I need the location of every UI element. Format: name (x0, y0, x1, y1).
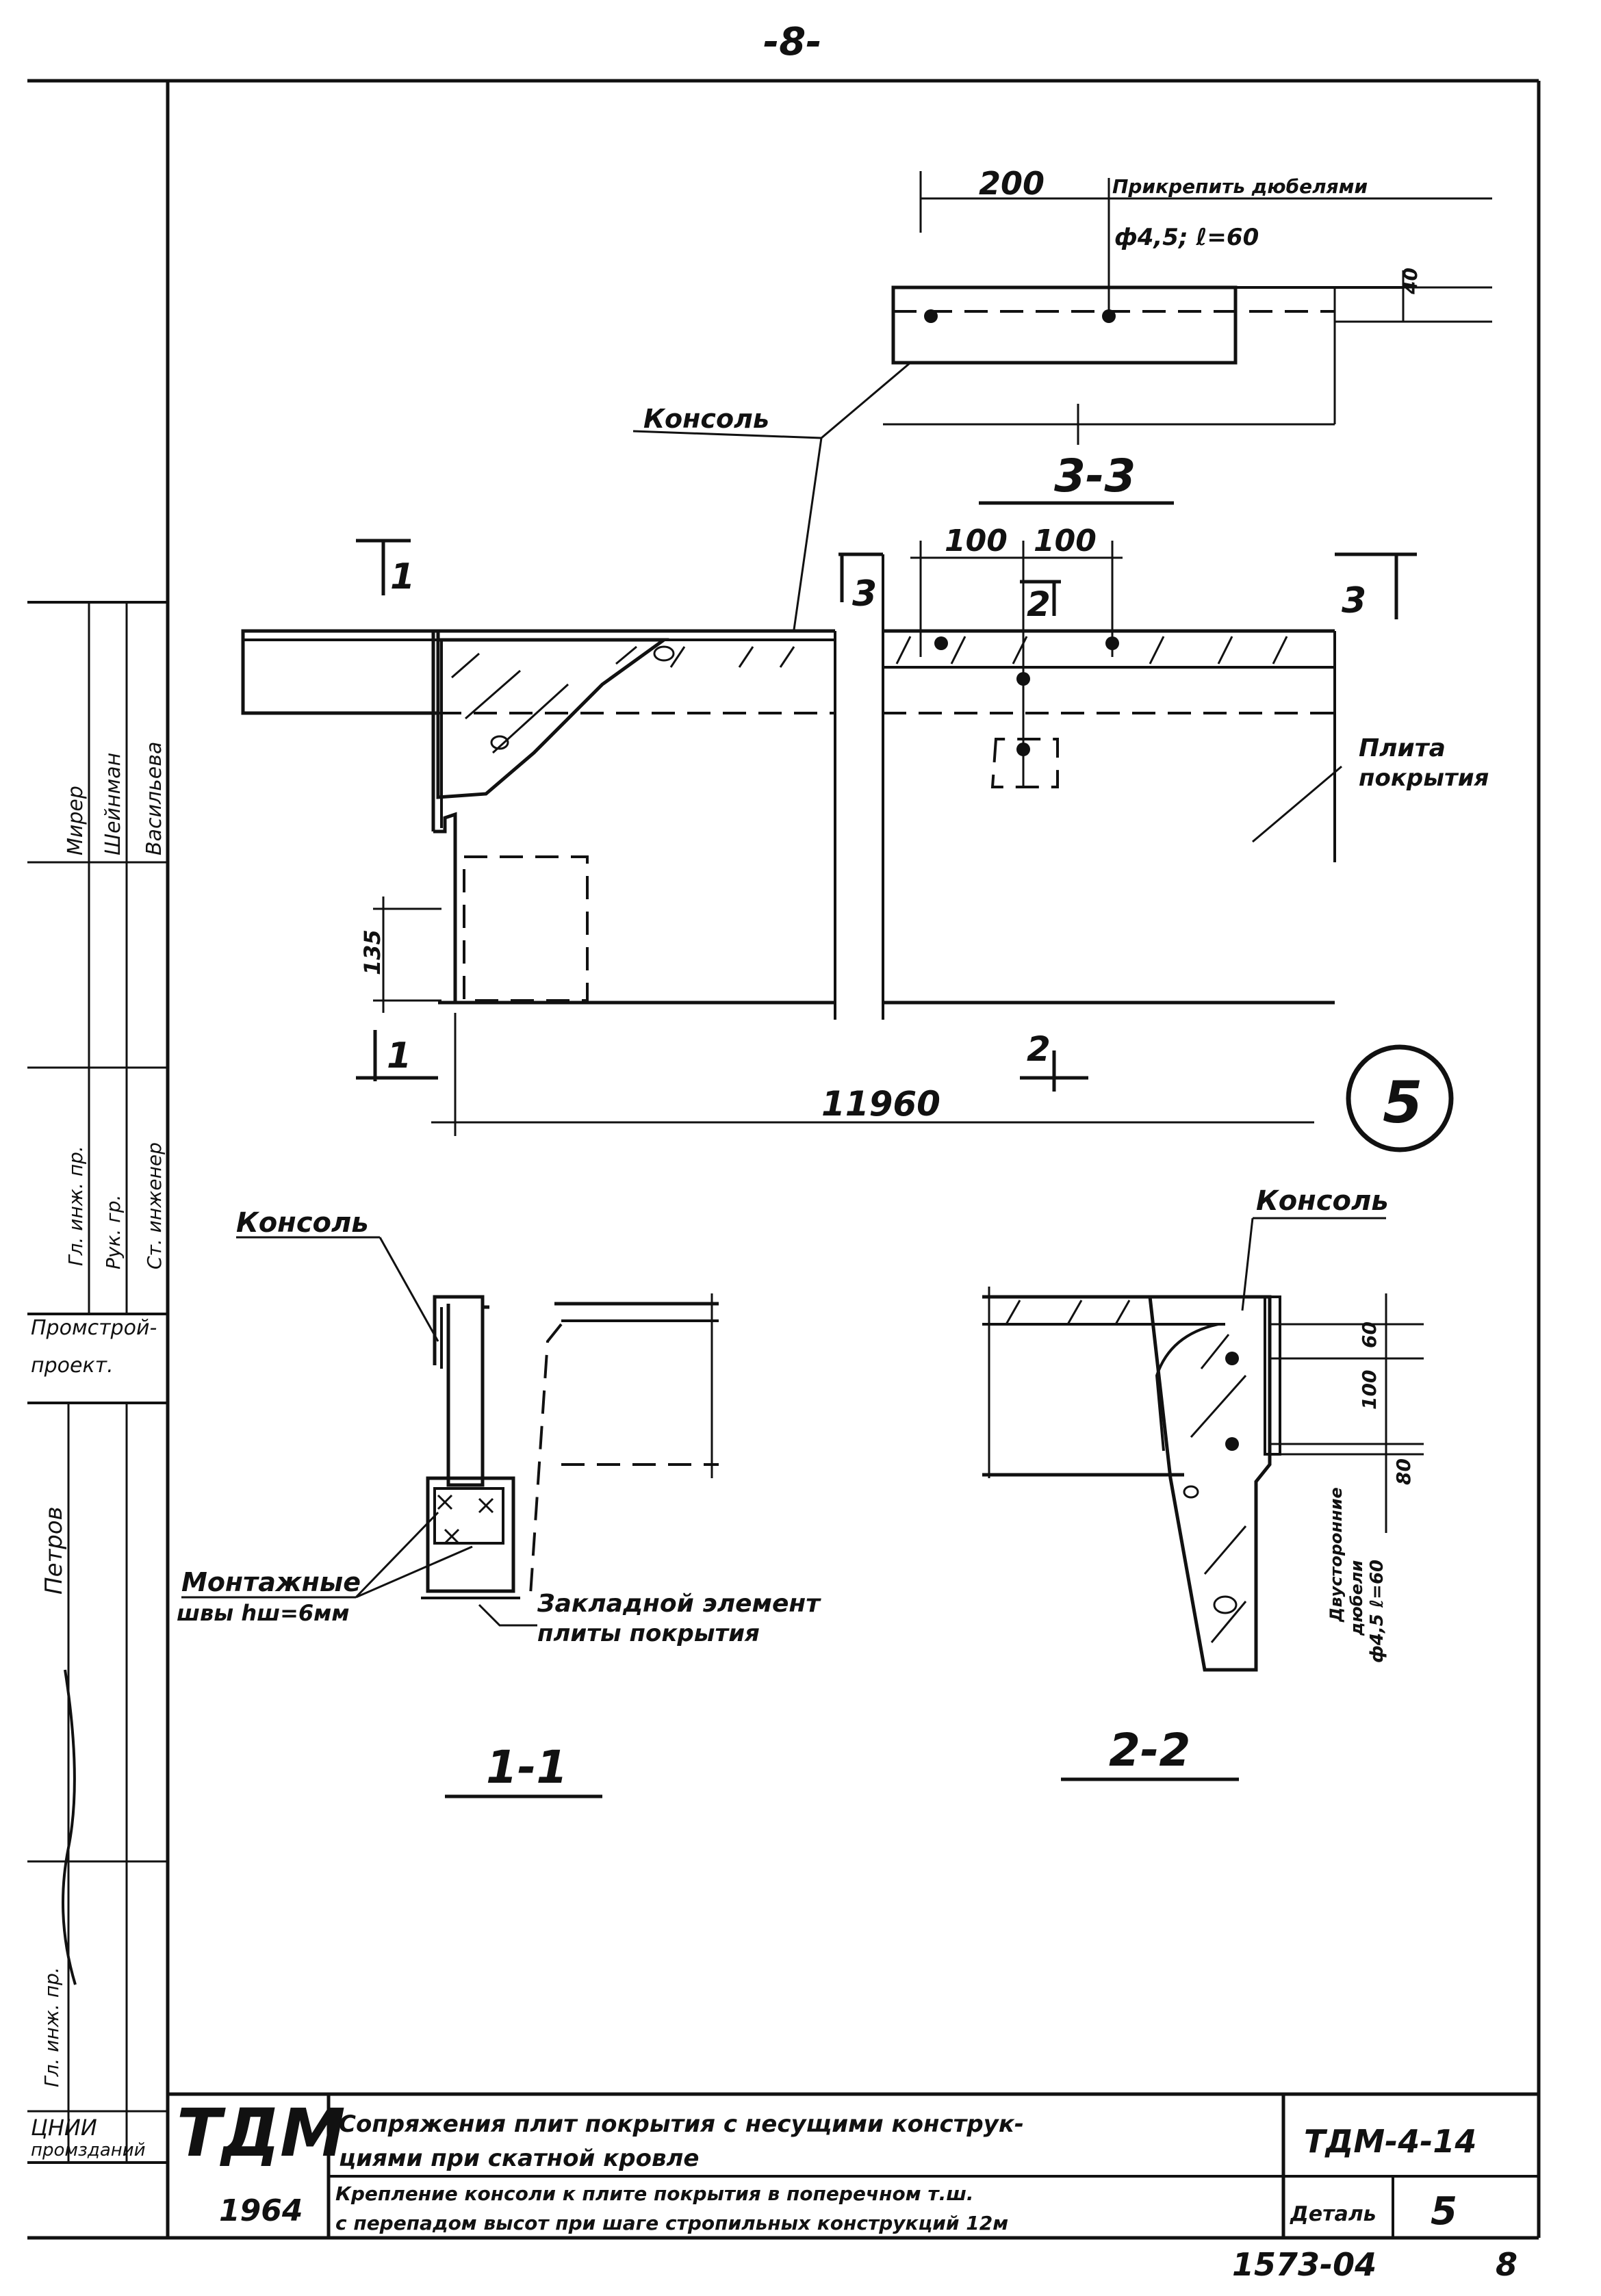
note-dowels-3-3-line1: Прикрепить дюбелями (1112, 175, 1368, 198)
section-1-1: Консоль Монтажные швы hш=6мм Закладной э… (177, 1207, 821, 1798)
dowels-2-2-line1: Двусторонние (1327, 1487, 1346, 1623)
stamp-cell-9: Васильева (142, 742, 166, 855)
section-2-2: Консоль 60 100 80 Двусторо (982, 1185, 1424, 1781)
title-block: ТДМ 1964 Сопряжения плит покрытия с несу… (168, 2092, 1539, 2238)
dim-200: 200 (979, 165, 1045, 202)
sheet-frame (27, 79, 1541, 2240)
weld-label-line2: швы hш=6мм (177, 1600, 349, 1626)
weld-label-line1: Монтажные (181, 1567, 361, 1597)
dim-135: 135 (359, 929, 385, 975)
subtitle-line1: Крепление консоли к плите покрытия в поп… (335, 2182, 974, 2205)
label-slab-line1: Плита (1359, 734, 1446, 762)
dim-60: 60 (1358, 1321, 1381, 1348)
dowel-dot-3-3a (924, 309, 938, 323)
plan-view: Консоль 1 135 (241, 361, 1489, 1136)
label-console-2-2: Консоль (1256, 1185, 1389, 1217)
stamp-cell-0: Гл. инж. пр. (40, 1967, 63, 2087)
stamp-cell-3: проект. (31, 1354, 114, 1378)
stamp-cell-2: Промстрой- (31, 1316, 157, 1340)
mark-3-right: 3 (1342, 580, 1366, 621)
embed-label-line2: плиты покрытия (537, 1620, 760, 1647)
title-line2: циями при скатной кровле (339, 2145, 699, 2172)
dowels-2-2-line2: дюбели (1347, 1560, 1366, 1636)
section-3-3: 200 Прикрепить дюбелями ф4,5; ℓ=60 40 3-… (883, 165, 1492, 505)
dim-11960: 11960 (821, 1084, 940, 1124)
detail-value: 5 (1431, 2189, 1457, 2234)
subtitle-line2: с перепадом высот при шаге стропильных к… (335, 2212, 1008, 2234)
mark-2-bottom: 2 (1027, 1029, 1051, 1069)
logo-tdm: ТДМ (177, 2095, 346, 2171)
detail-badge-number: 5 (1383, 1069, 1422, 1136)
section-3-3-title: 3-3 (1054, 450, 1136, 502)
dowel-dot-3-3b (1102, 309, 1116, 323)
mark-1-bottom: 1 (387, 1035, 411, 1076)
stamp-cell-8: Шейнман (101, 753, 125, 855)
dim-100a: 100 (945, 524, 1008, 558)
dowels-2-2-line3: ф4,5 ℓ=60 (1367, 1560, 1387, 1663)
label-slab-line2: покрытия (1359, 764, 1489, 792)
mark-3-left: 3 (852, 573, 877, 615)
embed-label-line1: Закладной элемент (537, 1590, 821, 1618)
year: 1964 (219, 2193, 303, 2228)
drawing-code: ТДМ-4-14 (1304, 2123, 1476, 2160)
stamp-cell-11: промзданий (31, 2140, 146, 2160)
title-line1: Сопряжения плит покрытия с несущими конс… (339, 2111, 1024, 2138)
dim-80: 80 (1392, 1458, 1415, 1485)
section-1-1-title: 1-1 (486, 1741, 567, 1794)
detail-label: Деталь (1290, 2202, 1376, 2226)
page-number: -8- (763, 20, 821, 64)
dim-100b: 100 (1034, 524, 1097, 558)
side-stamp: Гл. инж. пр. Петров Промстрой- проект. Г… (27, 601, 168, 2164)
stamp-cell-10: ЦНИИ (31, 2115, 97, 2141)
stamp-cell-4: Гл. инж. пр. (64, 1146, 87, 1266)
stamp-cell-7: Мирер (64, 786, 88, 855)
sheet-code: 1573-04 (1232, 2246, 1376, 2283)
sheet-number: 8 (1496, 2246, 1517, 2283)
mark-2-top: 2 (1027, 584, 1051, 624)
stamp-cell-5: Рук. гр. (102, 1194, 125, 1269)
label-console-plan: Консоль (643, 404, 769, 434)
detail-badge: 5 (1346, 1044, 1454, 1152)
section-2-2-title: 2-2 (1109, 1724, 1190, 1777)
dim-100-2-2: 100 (1358, 1370, 1381, 1410)
mark-1-top: 1 (390, 556, 415, 597)
stamp-cell-1: Петров (40, 1506, 68, 1595)
stamp-cell-6: Ст. инженер (143, 1142, 166, 1269)
signature-petrov (62, 1669, 77, 1985)
label-console-1-1: Консоль (236, 1207, 369, 1239)
note-dowels-3-3-line2: ф4,5; ℓ=60 (1114, 224, 1259, 251)
